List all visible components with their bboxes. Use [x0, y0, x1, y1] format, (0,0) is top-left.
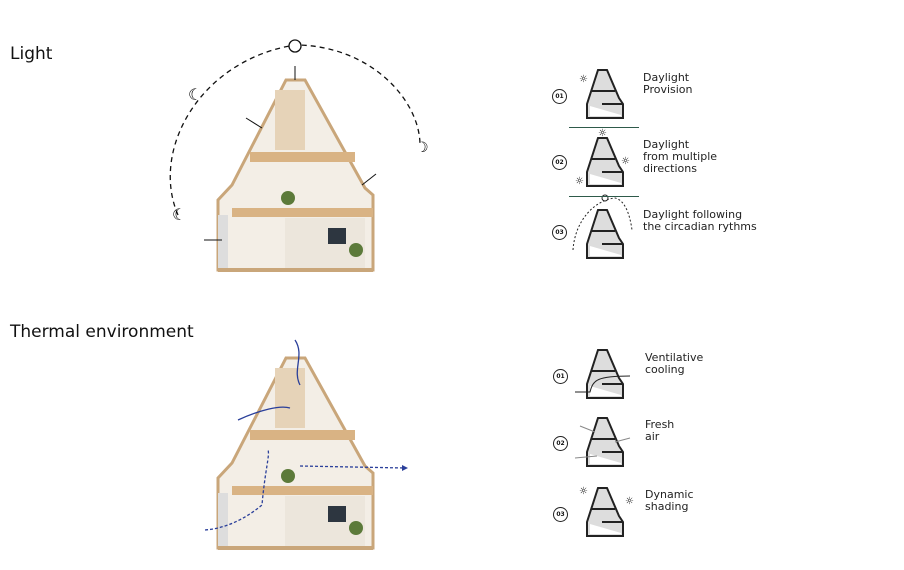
thermal-house-illustration: [216, 356, 375, 552]
item-label: Dynamic shading: [645, 488, 694, 513]
item-number: 02: [552, 155, 567, 170]
item-label: Daylight from multiple directions: [643, 138, 718, 175]
svg-text:☼: ☼: [575, 176, 584, 187]
item-number: 03: [553, 507, 568, 522]
item-number: 03: [552, 225, 567, 240]
daylight-provision-icon: ☼: [579, 69, 624, 119]
item-label: Daylight Provision: [643, 71, 693, 96]
thermal-heading: Thermal environment: [10, 322, 194, 342]
divider: [569, 196, 639, 197]
item-label: Fresh air: [645, 418, 675, 443]
dynamic-shading-icon: ☼☼: [579, 486, 634, 537]
sun-icon: [288, 39, 302, 53]
airflow-arrow: [294, 339, 301, 386]
svg-text:☼: ☼: [625, 496, 634, 507]
item-number: 01: [553, 369, 568, 384]
moon-icon: ☾: [188, 85, 202, 104]
item-number: 01: [552, 89, 567, 104]
moon-icon: ☽: [416, 140, 429, 156]
item-number: 02: [553, 436, 568, 451]
svg-text:☼: ☼: [621, 156, 630, 167]
svg-text:☼: ☼: [598, 128, 607, 139]
item-label: Ventilative cooling: [645, 351, 704, 376]
daylight-multiple-icon: ☼ ☼ ☼: [575, 128, 630, 187]
svg-text:☼: ☼: [579, 486, 588, 497]
divider: [569, 127, 639, 128]
svg-text:☼: ☼: [579, 74, 588, 85]
light-heading: Light: [10, 44, 53, 64]
light-house-illustration: [216, 78, 375, 274]
ventilative-cooling-icon: [575, 349, 631, 399]
daylight-circadian-icon: [572, 194, 633, 259]
moon-icon: ☾: [172, 205, 186, 224]
item-label: Daylight following the circadian rythms: [643, 208, 757, 233]
fresh-air-icon: [574, 417, 631, 467]
